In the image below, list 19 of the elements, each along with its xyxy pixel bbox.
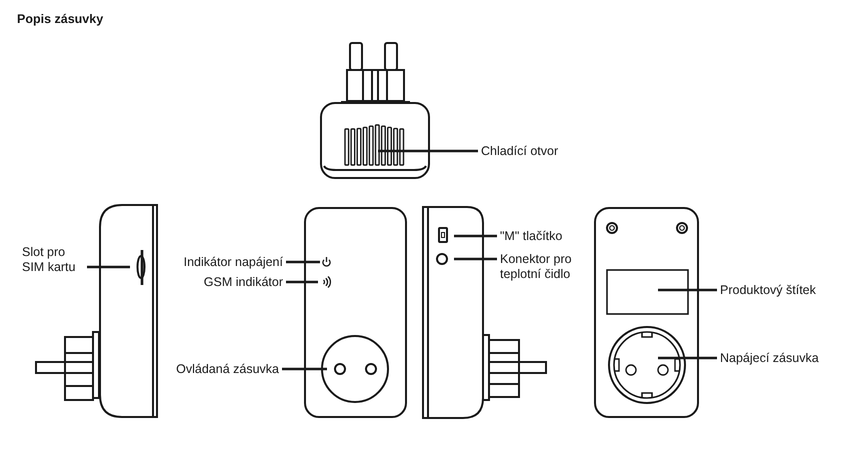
leader-line [282, 368, 327, 370]
leader-line [658, 356, 717, 360]
leader-line [286, 260, 320, 264]
part-label: "M" tlačítko [500, 228, 562, 244]
part-label: Konektor pro teplotní čidlo [500, 252, 592, 282]
part-label: Chladící otvor [481, 144, 558, 158]
leader-line [378, 150, 478, 152]
part-label: GSM indikátor [204, 274, 283, 290]
leader-line [286, 280, 318, 284]
part-label: Napájecí zásuvka [720, 350, 819, 366]
part-label: Ovládaná zásuvka [176, 362, 279, 376]
leader-line [87, 266, 130, 268]
leader-line [658, 288, 717, 292]
leader-line [454, 234, 497, 238]
part-label: Produktový štítek [720, 282, 816, 298]
part-label: Indikátor napájení [184, 254, 283, 270]
part-label: Slot pro SIM kartu [22, 244, 84, 274]
title: Popis zásuvky [17, 12, 104, 27]
leader-line [454, 258, 497, 260]
